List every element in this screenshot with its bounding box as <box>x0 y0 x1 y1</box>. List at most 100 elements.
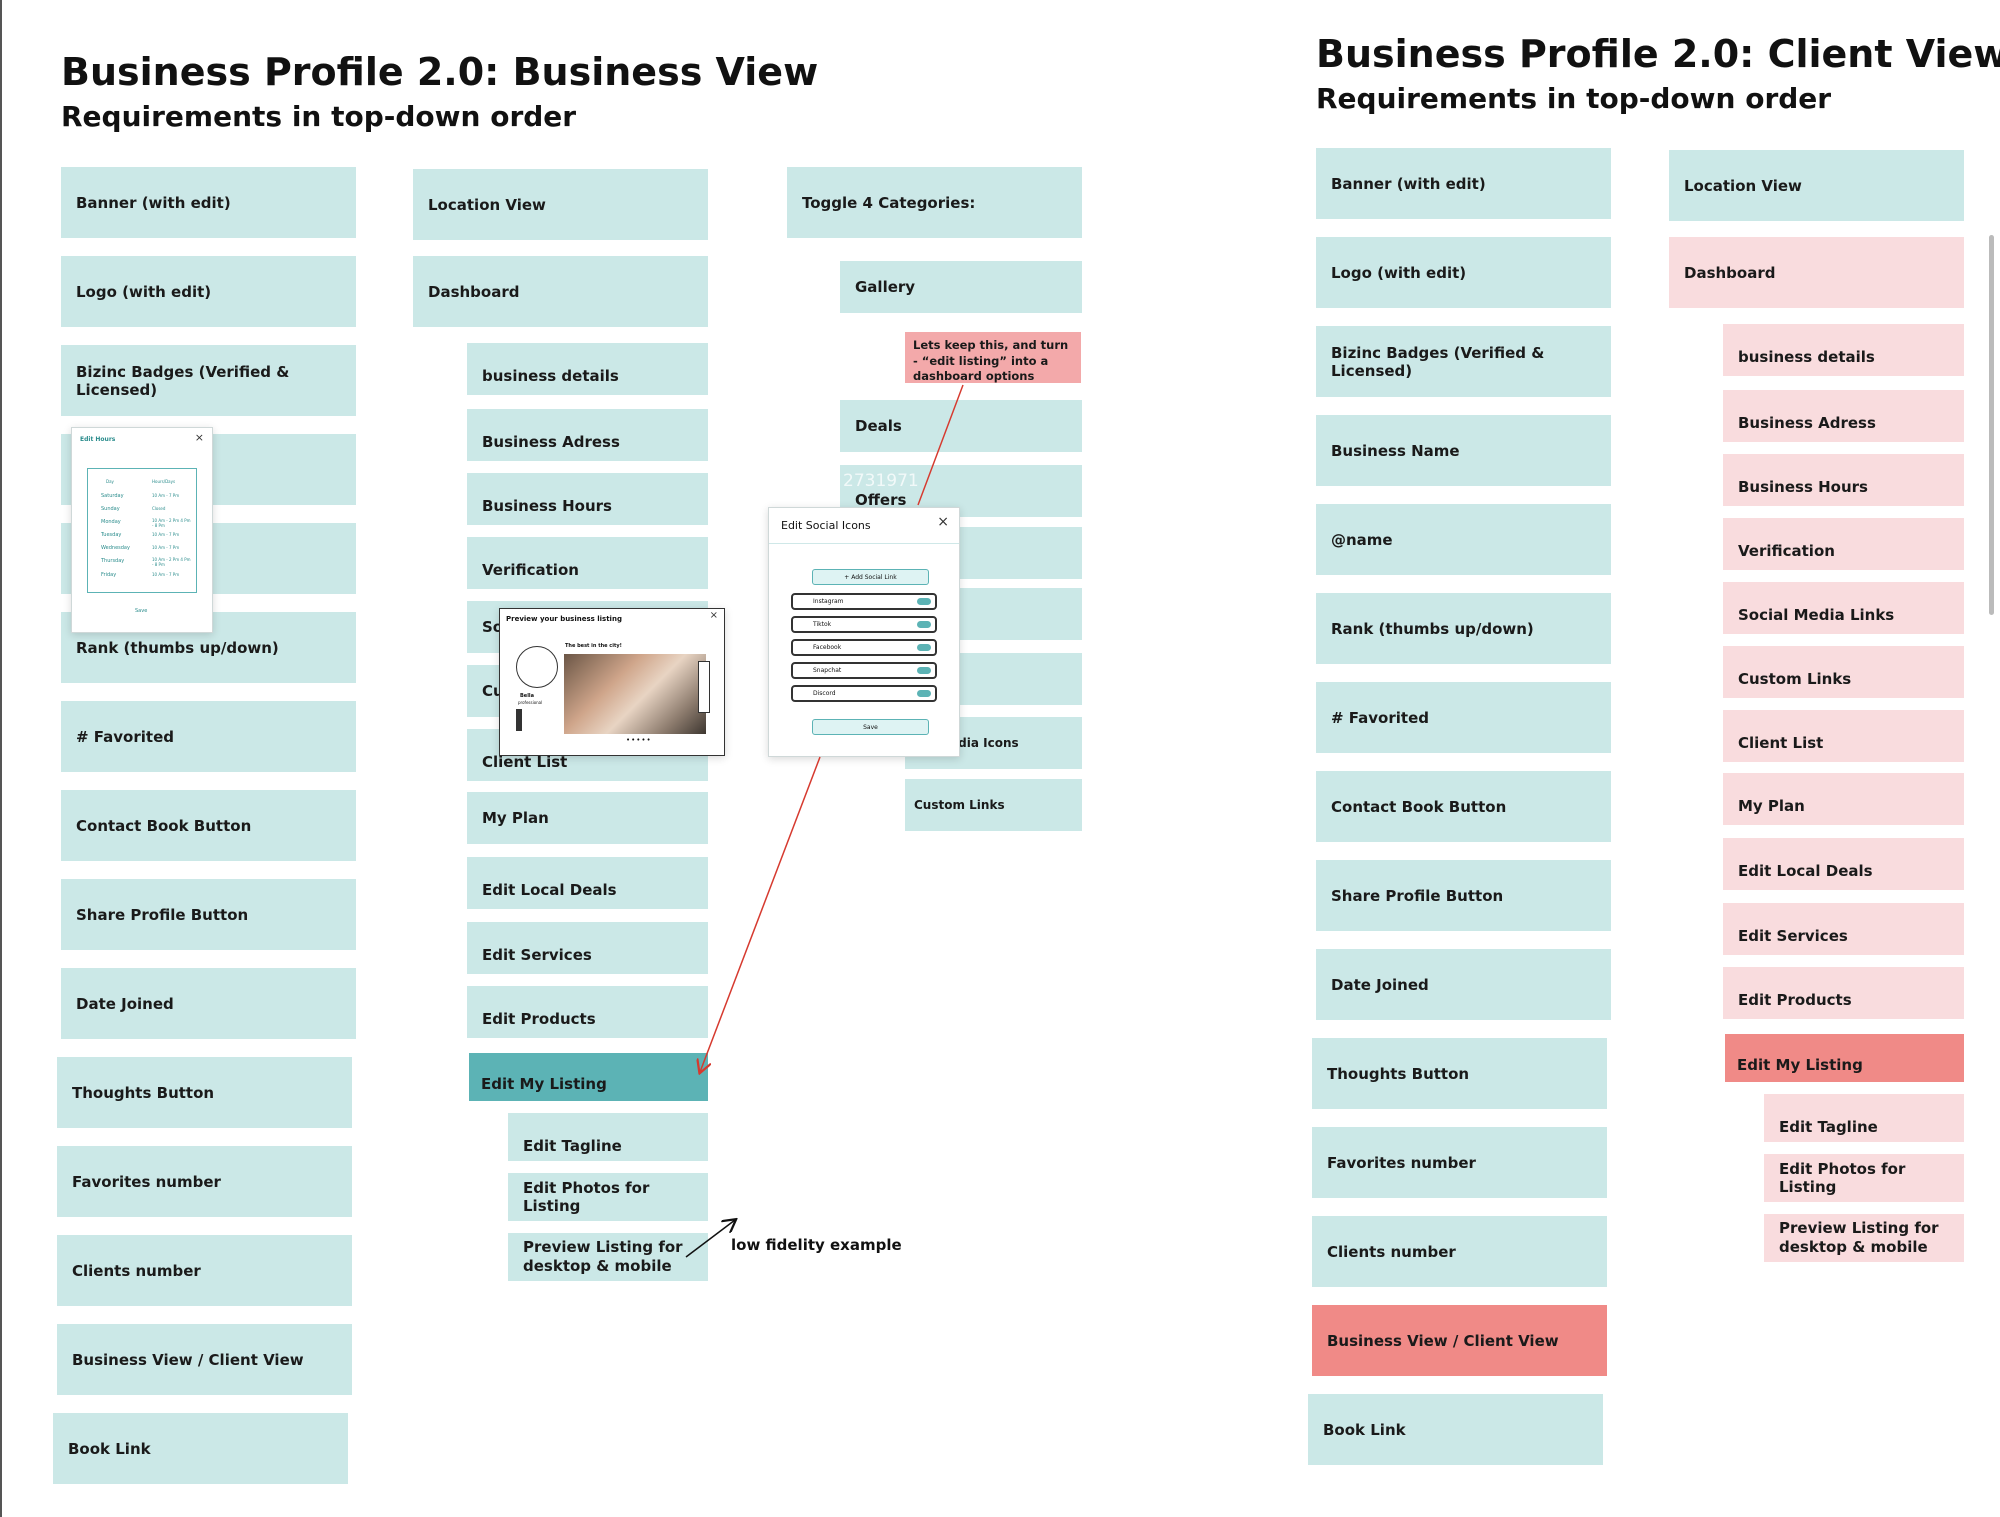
cv-location-view-card[interactable]: Location View <box>1669 150 1964 221</box>
bv-favorites-number-card[interactable]: Favorites number <box>57 1146 352 1217</box>
bv-favorited-card[interactable]: # Favorited <box>61 701 356 772</box>
bv-business-hours-card[interactable]: Business Hours <box>467 473 708 525</box>
bv-edit-photos-card[interactable]: Edit Photos for Listing <box>508 1173 708 1221</box>
add-social-link-button[interactable]: + Add Social Link <box>812 569 929 585</box>
bv-business-details-card[interactable]: business details <box>467 343 708 395</box>
toggle-switch[interactable] <box>917 598 931 605</box>
bv-business-address-card[interactable]: Business Adress <box>467 409 708 461</box>
preview-listing-popup: Preview your business listing × Bella pr… <box>499 608 725 756</box>
cv-view-switch-card[interactable]: Business View / Client View <box>1312 1305 1607 1376</box>
bv-badges-card[interactable]: Bizinc Badges (Verified & Licensed) <box>61 345 356 416</box>
preview-popup-title: Preview your business listing <box>506 615 622 623</box>
canvas-left-edge <box>0 0 2 1517</box>
edit-hours-save-button[interactable]: Save <box>135 608 148 614</box>
bv-my-plan-card[interactable]: My Plan <box>467 792 708 844</box>
bv-banner-card[interactable]: Banner (with edit) <box>61 167 356 238</box>
cv-business-address-card[interactable]: Business Adress <box>1723 390 1964 442</box>
cv-client-list-card[interactable]: Client List <box>1723 710 1964 762</box>
cv-book-link-card[interactable]: Book Link <box>1308 1394 1603 1465</box>
social-label: Instagram <box>813 598 844 605</box>
faded-number: 2731971 <box>843 471 919 491</box>
cv-verification-card[interactable]: Verification <box>1723 518 1964 570</box>
bv-contact-book-card[interactable]: Contact Book Button <box>61 790 356 861</box>
bv-book-link-card[interactable]: Book Link <box>53 1413 348 1484</box>
social-row-facebook[interactable]: Facebook <box>791 639 937 656</box>
toggle-switch[interactable] <box>917 667 931 674</box>
bv-verification-card[interactable]: Verification <box>467 537 708 589</box>
hours-value[interactable]: 10 Am - 7 Pm <box>152 545 180 550</box>
social-popup-close-icon[interactable]: × <box>937 514 949 530</box>
bv-preview-listing-card[interactable]: Preview Listing for desktop & mobile <box>508 1233 708 1281</box>
cv-edit-local-deals-card[interactable]: Edit Local Deals <box>1723 838 1964 890</box>
cv-business-hours-card[interactable]: Business Hours <box>1723 454 1964 506</box>
toggle-switch[interactable] <box>917 621 931 628</box>
preview-more-dots[interactable]: ••••• <box>626 736 652 744</box>
cv-clients-number-card[interactable]: Clients number <box>1312 1216 1607 1287</box>
preview-side-icons <box>516 709 522 731</box>
bv-edit-local-deals-card[interactable]: Edit Local Deals <box>467 857 708 909</box>
hours-day: Monday <box>101 519 121 525</box>
toggle-switch[interactable] <box>917 690 931 697</box>
bv-share-profile-card[interactable]: Share Profile Button <box>61 879 356 950</box>
cv-handle-card[interactable]: @name <box>1316 504 1611 575</box>
low-fidelity-annotation: low fidelity example <box>731 1236 902 1254</box>
cv-share-profile-card[interactable]: Share Profile Button <box>1316 860 1611 931</box>
cv-favorited-card[interactable]: # Favorited <box>1316 682 1611 753</box>
hours-value[interactable]: 10 Am - 7 Pm <box>152 572 180 577</box>
cv-date-joined-card[interactable]: Date Joined <box>1316 949 1611 1020</box>
bv-clients-number-card[interactable]: Clients number <box>57 1235 352 1306</box>
bv-edit-products-card[interactable]: Edit Products <box>467 986 708 1038</box>
toggle-switch[interactable] <box>917 644 931 651</box>
cv-business-name-card[interactable]: Business Name <box>1316 415 1611 486</box>
preview-business-role: professional <box>518 700 543 705</box>
hours-value[interactable]: 10 Am - 7 Pm <box>152 493 180 498</box>
cv-badges-card[interactable]: Bizinc Badges (Verified & Licensed) <box>1316 326 1611 397</box>
bv-custom-links-card[interactable]: Custom Links <box>905 779 1082 831</box>
social-row-tiktok[interactable]: Tiktok <box>791 616 937 633</box>
cv-my-plan-card[interactable]: My Plan <box>1723 773 1964 825</box>
bv-edit-services-card[interactable]: Edit Services <box>467 922 708 974</box>
bv-toggle-categories-card[interactable]: Toggle 4 Categories: <box>787 167 1082 238</box>
cv-custom-links-card[interactable]: Custom Links <box>1723 646 1964 698</box>
bv-edit-tagline-card[interactable]: Edit Tagline <box>508 1113 708 1161</box>
bv-offers-card[interactable]: Offers <box>840 465 1082 517</box>
hours-value[interactable]: 10 Am - 2 Pm 4 Pm - 8 Pm <box>152 518 191 528</box>
cv-banner-card[interactable]: Banner (with edit) <box>1316 148 1611 219</box>
cv-contact-book-card[interactable]: Contact Book Button <box>1316 771 1611 842</box>
social-row-discord[interactable]: Discord <box>791 685 937 702</box>
social-save-button[interactable]: Save <box>812 719 929 735</box>
hours-value[interactable]: Closed <box>152 506 166 511</box>
edit-hours-close-icon[interactable]: × <box>194 431 204 444</box>
cv-edit-photos-card[interactable]: Edit Photos for Listing <box>1764 1154 1964 1202</box>
bv-view-switch-card[interactable]: Business View / Client View <box>57 1324 352 1395</box>
cv-business-details-card[interactable]: business details <box>1723 324 1964 376</box>
bv-logo-card[interactable]: Logo (with edit) <box>61 256 356 327</box>
bv-deals-card[interactable]: Deals <box>840 400 1082 452</box>
cv-social-media-links-card[interactable]: Social Media Links <box>1723 582 1964 634</box>
hours-value[interactable]: 10 Am - 7 Pm <box>152 532 180 537</box>
cv-favorites-number-card[interactable]: Favorites number <box>1312 1127 1607 1198</box>
divider <box>769 543 959 544</box>
cv-thoughts-card[interactable]: Thoughts Button <box>1312 1038 1607 1109</box>
cv-edit-tagline-card[interactable]: Edit Tagline <box>1764 1094 1964 1142</box>
low-fidelity-arrow <box>685 1220 735 1258</box>
cv-edit-products-card[interactable]: Edit Products <box>1723 967 1964 1019</box>
business-view-title: Business Profile 2.0: Business View <box>61 50 819 94</box>
preview-popup-close-icon[interactable]: × <box>709 610 718 621</box>
cv-edit-my-listing-card[interactable]: Edit My Listing <box>1725 1034 1964 1082</box>
cv-logo-card[interactable]: Logo (with edit) <box>1316 237 1611 308</box>
bv-location-view-card[interactable]: Location View <box>413 169 708 240</box>
bv-edit-my-listing-card[interactable]: Edit My Listing <box>469 1053 708 1101</box>
cv-dashboard-card[interactable]: Dashboard <box>1669 237 1964 308</box>
bv-gallery-card[interactable]: Gallery <box>840 261 1082 313</box>
bv-dashboard-card[interactable]: Dashboard <box>413 256 708 327</box>
hours-value[interactable]: 10 Am - 2 Pm 4 Pm - 8 Pm <box>152 557 191 567</box>
social-row-snapchat[interactable]: Snapchat <box>791 662 937 679</box>
social-row-instagram[interactable]: Instagram <box>791 593 937 610</box>
bv-date-joined-card[interactable]: Date Joined <box>61 968 356 1039</box>
bv-thoughts-card[interactable]: Thoughts Button <box>57 1057 352 1128</box>
vertical-scrollbar[interactable] <box>1989 235 1994 615</box>
cv-preview-listing-card[interactable]: Preview Listing for desktop & mobile <box>1764 1214 1964 1262</box>
cv-edit-services-card[interactable]: Edit Services <box>1723 903 1964 955</box>
cv-rank-card[interactable]: Rank (thumbs up/down) <box>1316 593 1611 664</box>
